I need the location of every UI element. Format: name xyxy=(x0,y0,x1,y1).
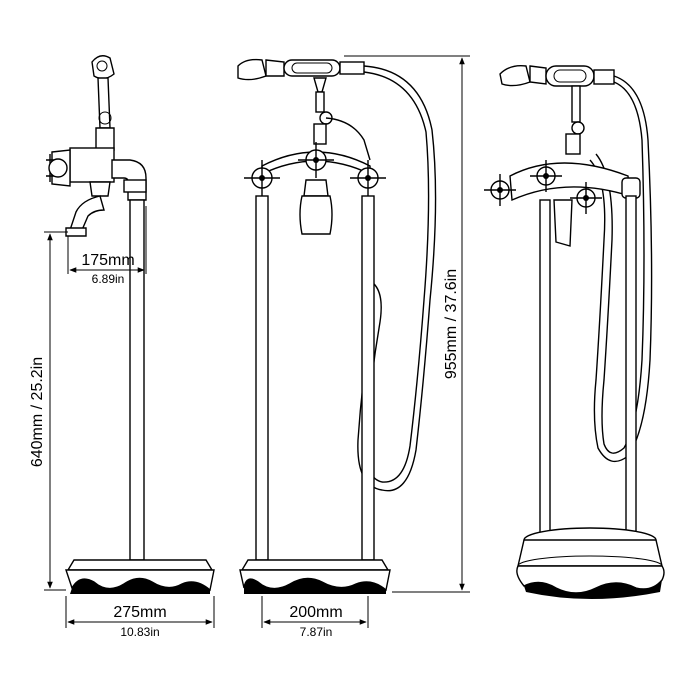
cross-handle-left xyxy=(244,160,280,196)
base-width-mm: 275mm xyxy=(113,604,166,621)
cross-handle-right-persp xyxy=(570,182,602,214)
base-width-dimension: 275mm 10.83in xyxy=(65,596,215,639)
pipe-spacing-mm: 200mm xyxy=(289,604,342,621)
spout-reach-mm: 175mm xyxy=(81,252,134,269)
pipe-spacing-inch: 7.87in xyxy=(300,625,333,639)
perspective-view-faucet xyxy=(484,64,665,599)
spout-height-label: 640mm / 25.2in xyxy=(29,357,46,467)
total-height-dimension: 955mm / 37.6in xyxy=(344,55,470,593)
front-view-faucet xyxy=(237,58,437,594)
total-height-label: 955mm / 37.6in xyxy=(443,269,460,379)
base-width-inch: 10.83in xyxy=(120,625,159,639)
cross-handle-center-persp xyxy=(530,160,562,192)
pipe-spacing-dimension: 200mm 7.87in xyxy=(261,596,369,639)
spout-height-dimension: 640mm / 25.2in xyxy=(29,231,68,591)
spout-reach-inch: 6.89in xyxy=(92,272,125,286)
cross-handle-right xyxy=(350,160,386,196)
spout-reach-dimension: 175mm 6.89in xyxy=(67,206,147,286)
side-view-faucet xyxy=(46,55,215,594)
cross-handle-left-persp xyxy=(484,174,516,206)
cross-handle-center xyxy=(298,142,334,178)
